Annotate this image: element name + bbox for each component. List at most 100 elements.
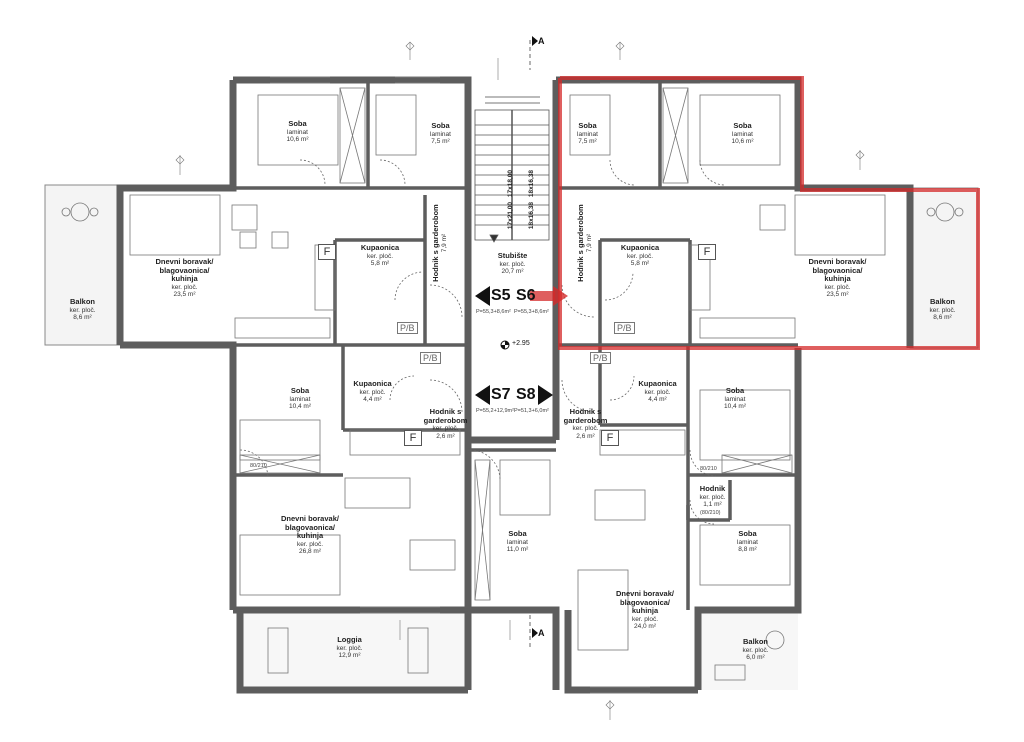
pb-ne: P/B xyxy=(614,322,635,334)
room-stubiste: Stubište ker. ploč. 20,7 m² xyxy=(485,251,540,276)
highlighted-unit-outline xyxy=(558,76,980,350)
balkon-ne-floor xyxy=(909,187,979,349)
room-finish: ker. ploč. xyxy=(631,615,658,623)
room-area: 10,4 m² xyxy=(288,403,312,411)
room-finish: laminat xyxy=(732,130,753,138)
section-a-bottom-icon xyxy=(532,628,538,638)
room-ne-living: Dnevni boravak/ blagovaonica/ kuhinja ke… xyxy=(805,257,870,299)
room-area: 7,9 m² xyxy=(440,233,448,253)
room-sw-bath: Kupaonica ker. ploč. 4,4 m² xyxy=(345,379,400,404)
room-name: Soba xyxy=(290,386,310,395)
room-finish: ker. ploč. xyxy=(699,493,726,501)
stair-dims-top2: 18x16,38 xyxy=(528,169,536,198)
room-area: 8,6 m² xyxy=(73,314,92,322)
room-area: 7,5 m² xyxy=(431,138,450,146)
room-name: Kupaonica xyxy=(353,379,392,388)
arrow-s5 xyxy=(475,286,490,306)
room-name: Hodnik xyxy=(699,484,726,493)
balkon-nw-floor xyxy=(44,184,121,346)
dimension-markers xyxy=(175,41,865,720)
room-name: Soba xyxy=(725,386,745,395)
room-nw-balkon: Balkon ker. ploč. 8,6 m² xyxy=(55,297,110,322)
section-s7-area: P=55,2+12,9m² xyxy=(476,408,514,414)
wardrobes xyxy=(239,87,793,601)
room-name: Soba xyxy=(431,121,450,130)
section-a-top-icon xyxy=(532,36,538,46)
room-nw-bath: Kupaonica ker. ploč. 5,8 m² xyxy=(350,243,410,268)
room-name: Soba xyxy=(578,121,597,130)
stair-dims-bottom: 17x21,00 xyxy=(507,201,515,230)
exterior-walls xyxy=(116,76,914,694)
arrow-s8 xyxy=(538,385,553,405)
room-area: 5,8 m² xyxy=(370,260,390,268)
room-nw-soba2: Soba laminat 7,5 m² xyxy=(418,121,463,146)
room-sw-living: Dnevni boravak/ blagovaonica/ kuhinja ke… xyxy=(275,514,345,556)
stair-dims-top: 17x18,00 xyxy=(507,169,515,198)
room-finish: ker. ploč. xyxy=(296,540,323,548)
room-name: Balkon xyxy=(69,297,95,306)
room-name: Kupaonica xyxy=(620,243,660,252)
room-se-hodnik: Hodnik ker. ploč. 1,1 m² xyxy=(690,484,735,509)
room-finish: laminat xyxy=(507,538,528,546)
room-name: Dnevni boravak/ blagovaonica/ kuhinja xyxy=(155,257,214,284)
fridge-se: F xyxy=(601,430,619,446)
room-name: Balkon xyxy=(929,297,955,306)
arrow-s7 xyxy=(475,385,490,405)
pb-nw: P/B xyxy=(397,322,418,334)
section-arrows xyxy=(475,286,568,405)
room-finish: laminat xyxy=(430,130,451,138)
arrow-s6-shaft xyxy=(530,291,555,301)
room-area: 23,5 m² xyxy=(173,291,196,299)
arrow-s6 xyxy=(553,286,568,306)
room-area: 10,4 m² xyxy=(723,403,747,411)
room-area: 11,0 m² xyxy=(506,546,529,554)
section-s5-area: P=55,3+8,6m² xyxy=(476,309,511,315)
section-s7-label: S7 xyxy=(491,386,511,403)
room-sw-hall: Hodnik s garderobom ker. ploč. 2,6 m² xyxy=(418,407,473,440)
room-name: Hodnik s garderobom xyxy=(423,407,468,425)
room-finish: ker. ploč. xyxy=(171,283,198,291)
staircase xyxy=(474,109,550,243)
level-marker: +2.95 xyxy=(512,340,530,347)
room-se-soba1: Soba laminat 10,4 m² xyxy=(705,386,765,411)
room-name: Soba xyxy=(733,121,752,130)
room-name: Kupaonica xyxy=(360,243,400,252)
room-finish: ker. ploč. xyxy=(432,425,459,433)
room-name: Soba xyxy=(508,529,527,538)
door-tag-sw: 80/210 xyxy=(250,463,267,469)
room-nw-hall: Hodnik s garderobom 7,9 m² xyxy=(430,198,448,288)
section-a-bottom-label: A xyxy=(538,628,545,638)
room-name: Hodnik s garderobom xyxy=(430,204,440,282)
room-area: 7,5 m² xyxy=(578,138,597,146)
section-s5-label: S5 xyxy=(491,287,511,304)
room-name: Kupaonica xyxy=(638,379,677,388)
furniture xyxy=(129,94,886,651)
room-center-soba: Soba laminat 11,0 m² xyxy=(495,529,540,554)
section-s8-label: S8 xyxy=(516,386,536,403)
room-area: 10,6 m² xyxy=(286,136,309,144)
room-finish: laminat xyxy=(577,130,598,138)
room-name: Balkon xyxy=(742,637,768,646)
room-name: Hodnik s garderobom xyxy=(575,204,585,282)
room-ne-bath: Kupaonica ker. ploč. 5,8 m² xyxy=(610,243,670,268)
balcony-furniture xyxy=(61,202,964,681)
room-name: Dnevni boravak/ blagovaonica/ kuhinja xyxy=(808,257,867,284)
room-nw-living: Dnevni boravak/ blagovaonica/ kuhinja ke… xyxy=(152,257,217,299)
room-sw-soba: Soba laminat 10,4 m² xyxy=(270,386,330,411)
door-tag-se2: (80/210) xyxy=(700,510,721,516)
section-a-top-label: A xyxy=(538,36,545,46)
room-area: 6,0 m² xyxy=(746,654,765,662)
pb-se: P/B xyxy=(590,352,611,364)
room-area: 4,4 m² xyxy=(363,396,382,404)
room-ne-balkon: Balkon ker. ploč. 8,6 m² xyxy=(915,297,970,322)
room-finish: laminat xyxy=(289,395,311,403)
fridge-ne: F xyxy=(698,244,716,260)
loggia-floor xyxy=(240,610,465,690)
room-name: Soba xyxy=(288,119,307,128)
room-finish: ker. ploč. xyxy=(644,388,671,396)
room-name: Stubište xyxy=(497,251,528,260)
room-finish: laminat xyxy=(724,395,746,403)
room-area: 4,4 m² xyxy=(648,396,667,404)
room-finish: ker. ploč. xyxy=(359,388,386,396)
